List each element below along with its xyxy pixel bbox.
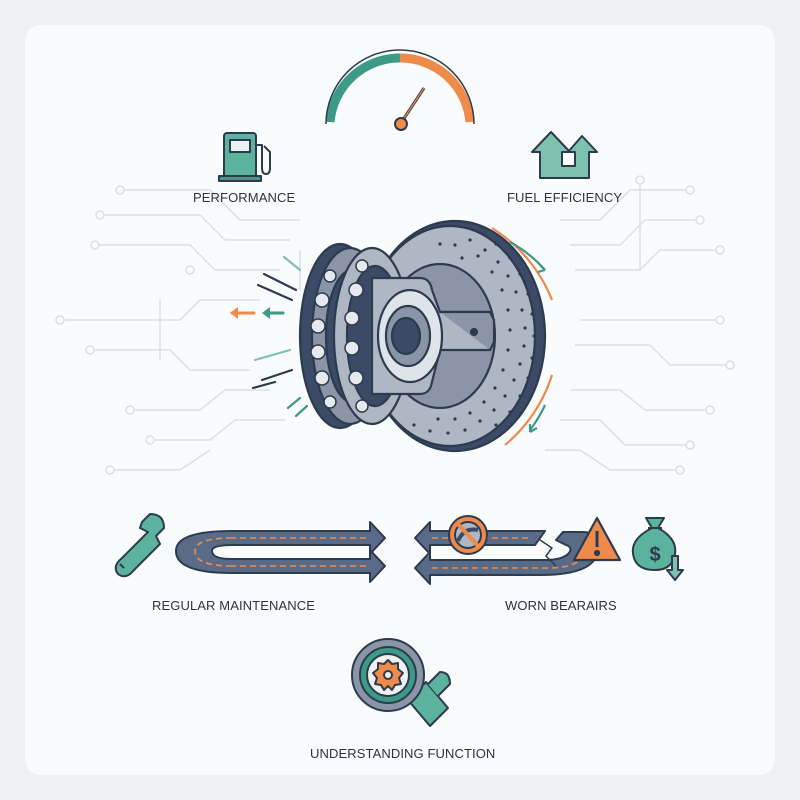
magnifier-gear-icon — [351, 638, 451, 727]
fuel-efficiency-label: FUEL EFFICIENCY — [507, 190, 623, 205]
svg-text:$: $ — [649, 544, 660, 566]
road-broken — [414, 521, 599, 585]
fuel-pump-icon — [218, 132, 271, 182]
prohibited-sign-icon — [448, 515, 488, 555]
motion-lines — [251, 255, 309, 418]
warning-triangle-icon — [572, 516, 622, 562]
u-turn-arrow-icon — [531, 131, 598, 179]
understanding-function-label: UNDERSTANDING FUNCTION — [310, 746, 496, 761]
circuit-nodes — [55, 175, 735, 475]
speedometer-gauge-icon — [325, 49, 475, 131]
money-bag-down-icon: $ — [631, 517, 684, 581]
disc-perforations — [412, 238, 536, 435]
performance-label: PERFORMANCE — [193, 190, 296, 205]
regular-maintenance-label: REGULAR MAINTENANCE — [152, 598, 315, 613]
wheel-bearing-brake-disc-icon — [298, 219, 547, 453]
road-loop — [175, 521, 386, 583]
rotation-arrows — [491, 227, 554, 446]
circuit-traces — [60, 180, 730, 471]
wrench-icon — [114, 513, 165, 578]
bearing-balls — [310, 259, 369, 413]
worn-bearings-label: WORN BEARAIRS — [505, 598, 617, 613]
left-arrows — [230, 307, 285, 319]
